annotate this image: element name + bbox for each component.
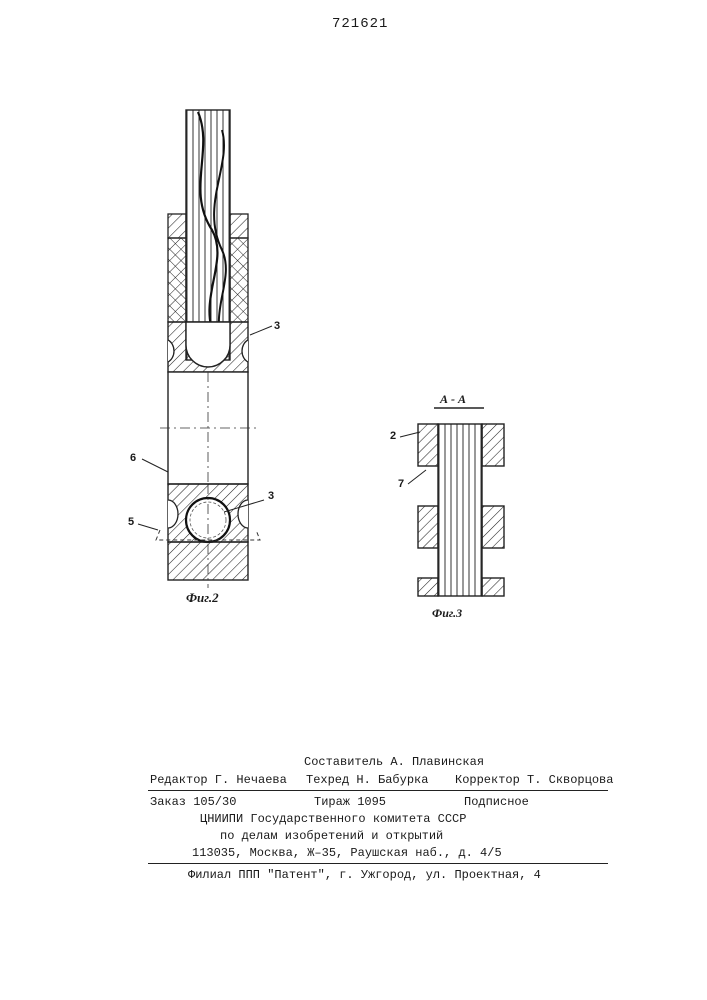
imprint-corrector: Корректор Т. Скворцова — [455, 773, 613, 787]
imprint-org2: по делам изобретений и открытий — [220, 829, 443, 843]
imprint-branch: Филиал ППП "Патент", г. Ужгород, ул. Про… — [188, 868, 541, 882]
fig3-section-title: А - А — [440, 392, 466, 407]
imprint-techred: Техред Н. Бабурка — [306, 773, 428, 787]
figure-2-drawing — [138, 110, 272, 588]
imprint-compiler: Составитель А. Плавинская — [304, 755, 484, 769]
imprint-order: Заказ 105/30 — [150, 795, 236, 809]
imprint-subscription: Подписное — [464, 795, 529, 809]
imprint-org1: ЦНИИПИ Государственного комитета СССР — [200, 812, 466, 826]
imprint-rule-bottom — [148, 863, 608, 864]
imprint-circulation: Тираж 1095 — [314, 795, 386, 809]
fig2-label-6: 6 — [130, 452, 136, 464]
figure-3-drawing — [400, 408, 504, 596]
imprint-rule-top — [148, 790, 608, 791]
imprint-address: 113035, Москва, Ж–35, Раушская наб., д. … — [192, 846, 502, 860]
fig3-caption: Фиг.3 — [432, 606, 462, 621]
fig2-label-3-bottom: 3 — [268, 490, 274, 502]
fig2-label-3-top: 3 — [274, 320, 280, 332]
fig3-label-7: 7 — [398, 478, 404, 490]
fig2-caption: Фиг.2 — [186, 590, 219, 606]
fig3-label-2: 2 — [390, 430, 396, 442]
imprint-editor: Редактор Г. Нечаева — [150, 773, 287, 787]
fig2-label-5: 5 — [128, 516, 134, 528]
